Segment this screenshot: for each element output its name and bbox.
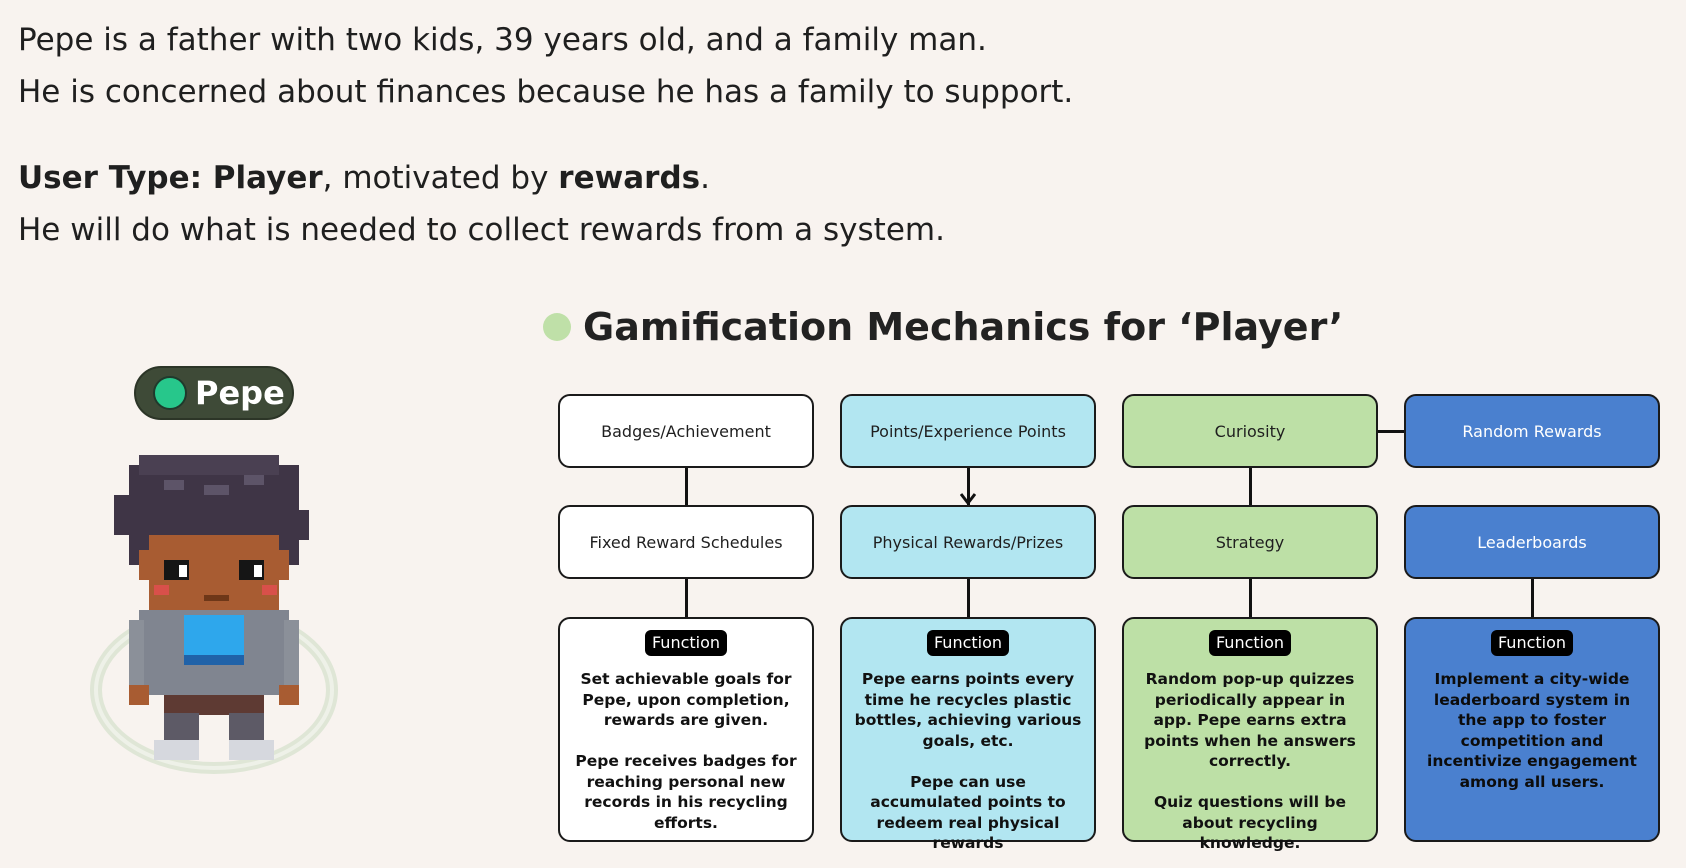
connector-line — [1249, 468, 1252, 505]
function-label: Function — [1490, 630, 1574, 656]
avatar-name: Pepe — [195, 374, 285, 412]
diagram-title-row: Gamification Mechanics for ‘Player’ — [543, 305, 1343, 349]
function-label: Function — [926, 630, 1010, 656]
mechanic-box-random-rewards: Random Rewards — [1404, 394, 1660, 468]
persona-line-4: He will do what is needed to collect rew… — [18, 212, 945, 248]
function-description: Random pop-up quizzes periodically appea… — [1144, 670, 1356, 852]
user-type-mid: , motivated by — [322, 160, 559, 196]
mechanic-box-curiosity: Curiosity — [1122, 394, 1378, 468]
mechanic-box-physical-rewards: Physical Rewards/Prizes — [840, 505, 1096, 579]
connector-line — [967, 468, 970, 505]
diagram-title: Gamification Mechanics for ‘Player’ — [583, 305, 1344, 349]
user-type-reward: rewards — [558, 160, 701, 196]
mechanic-box-leaderboards: Leaderboards — [1404, 505, 1660, 579]
user-type-line: User Type: Player, motivated by rewards. — [18, 152, 1073, 204]
user-type-label: User Type: Player — [18, 160, 323, 196]
function-label: Function — [644, 630, 728, 656]
title-bullet-icon — [543, 313, 571, 341]
persona-line-2: He is concerned about finances because h… — [18, 74, 1074, 110]
connector-line — [685, 579, 688, 617]
function-label: Function — [1208, 630, 1292, 656]
connector-line — [685, 468, 688, 505]
pixel-character-icon — [90, 455, 338, 774]
connector-line — [1531, 579, 1534, 617]
status-dot-icon — [153, 376, 187, 410]
persona-line-1: Pepe is a father with two kids, 39 years… — [18, 22, 987, 58]
function-description: Set achievable goals for Pepe, upon comp… — [575, 670, 797, 832]
connector-line — [1249, 579, 1252, 617]
arrow-down-icon — [960, 493, 976, 505]
mechanic-box-points-experience: Points/Experience Points — [840, 394, 1096, 468]
persona-description: Pepe is a father with two kids, 39 years… — [18, 14, 1073, 256]
user-type-end: . — [700, 160, 710, 196]
connector-line — [967, 579, 970, 617]
avatar-name-tag: Pepe — [134, 366, 294, 420]
connector-line — [1378, 430, 1404, 433]
mechanic-box-badges-achievement: Badges/Achievement — [558, 394, 814, 468]
mechanic-box-fixed-reward-schedules: Fixed Reward Schedules — [558, 505, 814, 579]
function-description: Implement a city-wide leaderboard system… — [1427, 670, 1637, 791]
function-description: Pepe earns points every time he recycles… — [854, 670, 1082, 852]
mechanic-box-strategy: Strategy — [1122, 505, 1378, 579]
